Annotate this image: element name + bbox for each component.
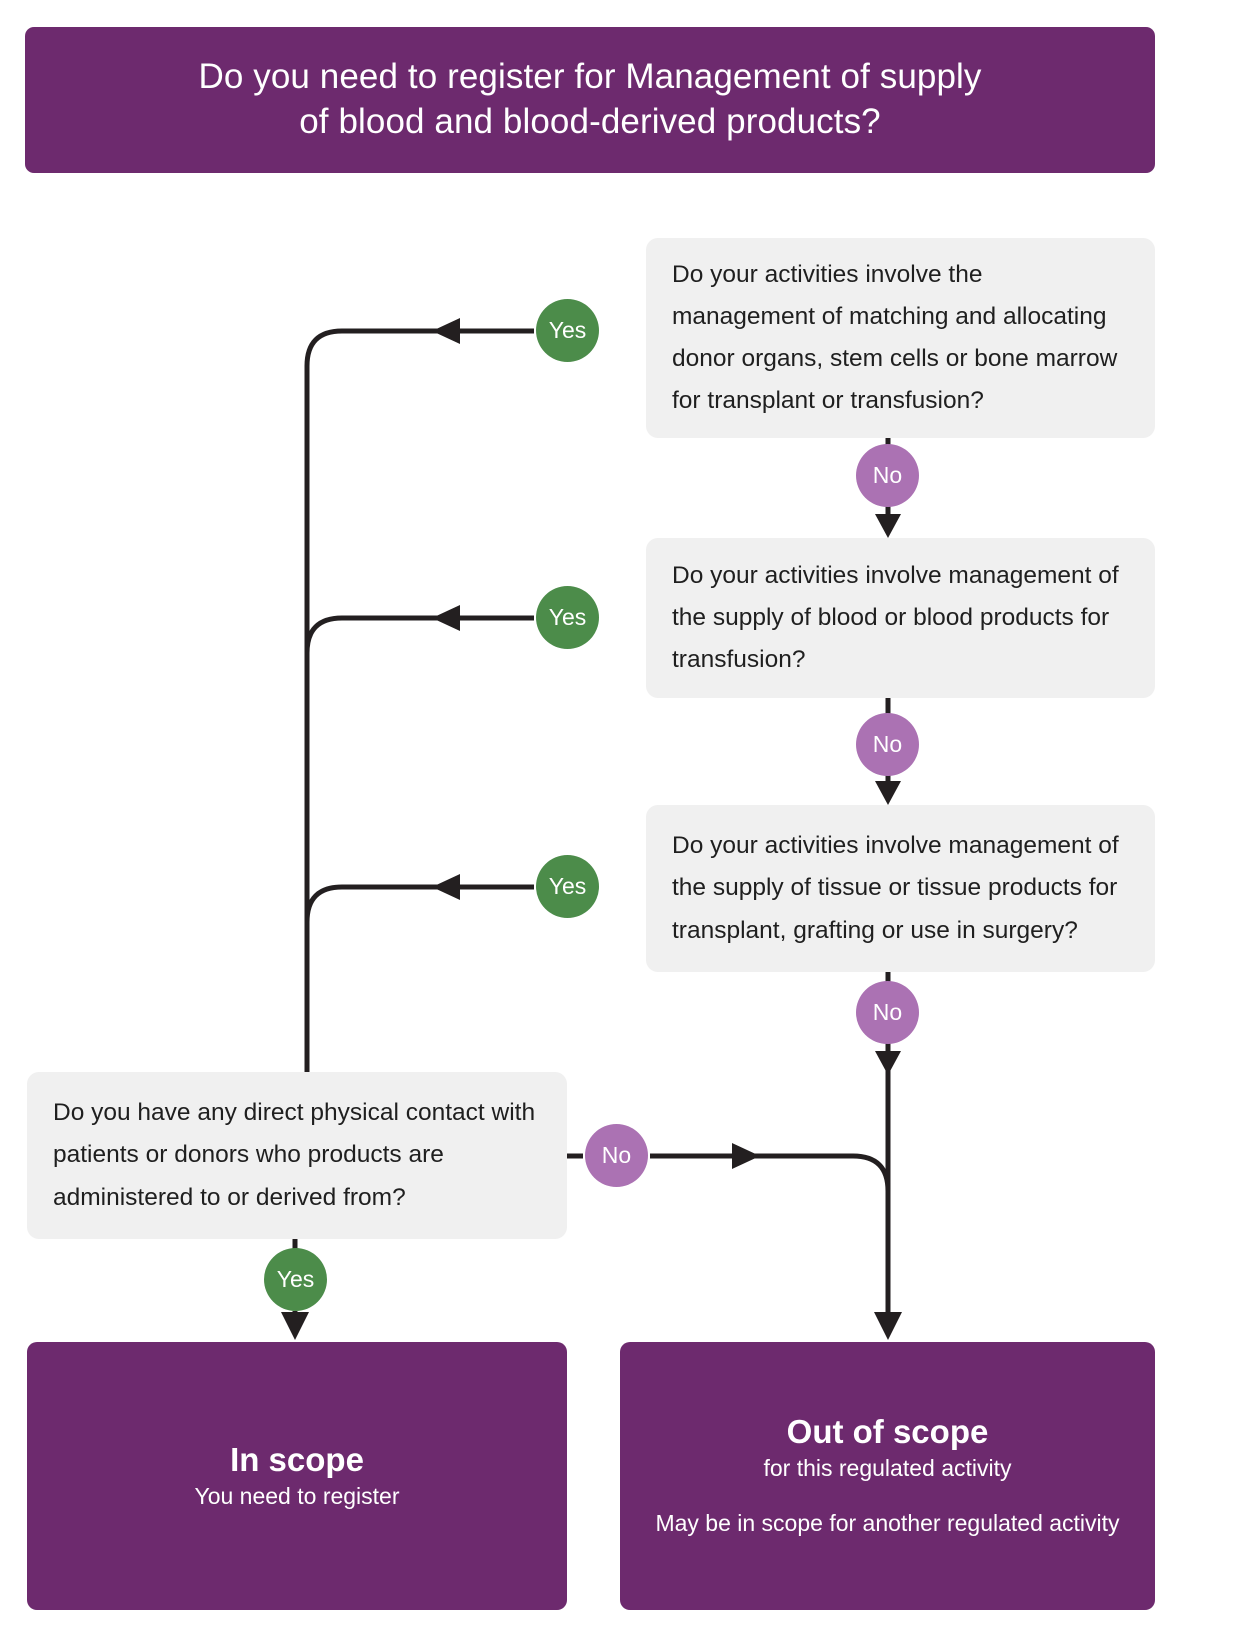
arrowhead-in-scope bbox=[281, 1312, 309, 1340]
question-box-3[interactable]: Do your activities involve management of… bbox=[646, 805, 1155, 972]
arrowhead-out-of-scope bbox=[874, 1312, 902, 1340]
question-2-text: Do your activities involve management of… bbox=[672, 561, 1119, 674]
out-of-scope-heading: Out of scope bbox=[786, 1413, 989, 1451]
header-banner: Do you need to register for Management o… bbox=[25, 27, 1155, 173]
page-title: Do you need to register for Management o… bbox=[198, 57, 982, 141]
question-1-text: Do your activities involve the managemen… bbox=[672, 260, 1118, 415]
badge-no-question-1[interactable]: No bbox=[856, 444, 919, 507]
wire-q1-yes bbox=[304, 328, 534, 1072]
in-scope-heading: In scope bbox=[230, 1440, 364, 1478]
badge-no-question-4[interactable]: No bbox=[585, 1124, 648, 1187]
arrowhead-q3-yes bbox=[432, 874, 460, 900]
arrowhead-q4-no bbox=[732, 1143, 760, 1169]
question-4-text: Do you have any direct physical contact … bbox=[53, 1099, 536, 1211]
arrowhead-q3-no-mid bbox=[875, 1051, 901, 1075]
arrowhead-q1-yes bbox=[432, 318, 460, 344]
arrowhead-q1-no bbox=[875, 514, 901, 538]
badge-no-question-2[interactable]: No bbox=[856, 713, 919, 776]
wire-q3-yes bbox=[304, 884, 534, 923]
question-3-text: Do your activities involve management of… bbox=[672, 832, 1119, 944]
wire-q4-no bbox=[650, 1153, 891, 1324]
outcome-in-scope[interactable]: In scope You need to register bbox=[27, 1342, 567, 1610]
outcome-out-of-scope[interactable]: Out of scope for this regulated activity… bbox=[620, 1342, 1155, 1610]
wire-q2-yes bbox=[304, 615, 534, 654]
badge-yes-question-1[interactable]: Yes bbox=[536, 299, 599, 362]
out-of-scope-subtext: for this regulated activity bbox=[763, 1455, 1012, 1482]
question-box-1[interactable]: Do your activities involve the managemen… bbox=[646, 238, 1155, 438]
question-box-2[interactable]: Do your activities involve management of… bbox=[646, 538, 1155, 698]
badge-yes-question-3[interactable]: Yes bbox=[536, 855, 599, 918]
out-of-scope-subtext-2: May be in scope for another regulated ac… bbox=[655, 1510, 1120, 1537]
arrowhead-q2-no bbox=[875, 781, 901, 805]
question-box-4[interactable]: Do you have any direct physical contact … bbox=[27, 1072, 567, 1239]
in-scope-subtext: You need to register bbox=[194, 1482, 400, 1509]
badge-yes-question-2[interactable]: Yes bbox=[536, 586, 599, 649]
badge-no-question-3[interactable]: No bbox=[856, 981, 919, 1044]
badge-yes-question-4[interactable]: Yes bbox=[264, 1248, 327, 1311]
arrowhead-q2-yes bbox=[432, 605, 460, 631]
